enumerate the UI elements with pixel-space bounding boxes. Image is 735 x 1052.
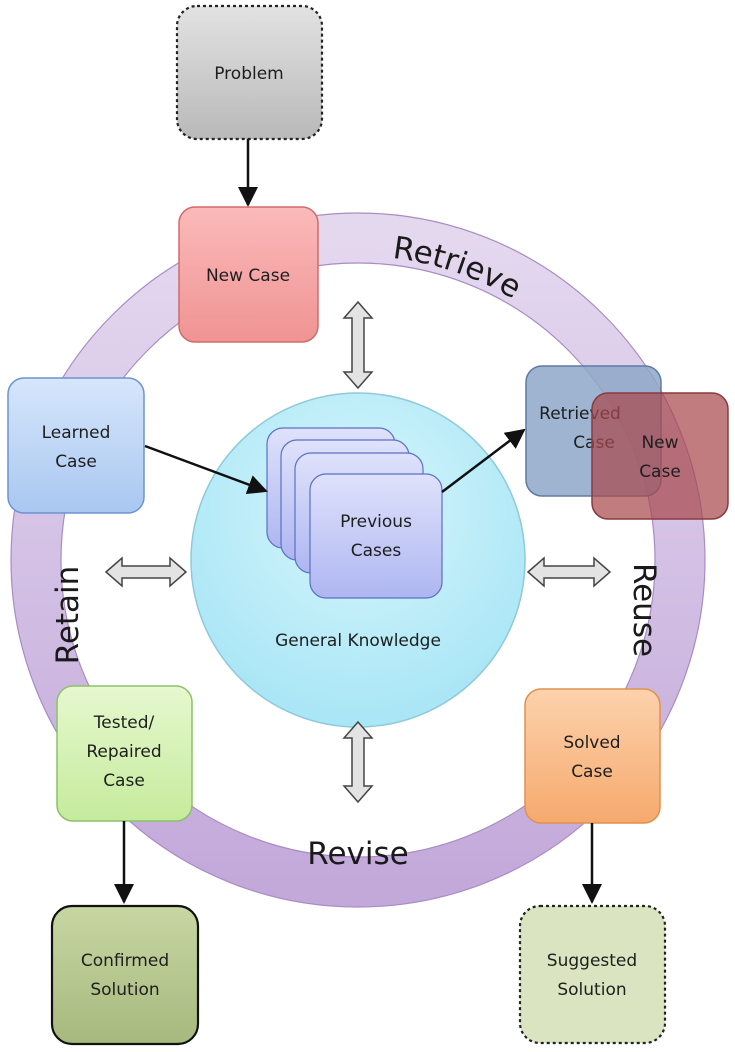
solved-case-label: Solved	[563, 733, 620, 753]
phase-label-revise: Revise	[307, 836, 408, 872]
confirmed-solution-box	[50, 904, 200, 1046]
tested-repaired-case-label: Tested/	[93, 713, 155, 733]
double-arrow-left	[104, 556, 188, 588]
arrow-previous-to-retrieved	[441, 428, 526, 493]
arrow-learned-to-previous	[144, 444, 268, 495]
solved-case-label: Case	[571, 762, 613, 782]
new-case-box	[178, 206, 319, 343]
previous-cases-label: Cases	[351, 541, 402, 561]
previous-cases-box	[309, 473, 443, 599]
learned-case-label: Case	[55, 452, 97, 472]
retrieved-new-case-label: New	[641, 433, 678, 453]
cycle-ring-inner-edge	[60, 262, 656, 858]
suggested-solution-label: Solution	[557, 980, 626, 1000]
cycle-ring	[11, 213, 705, 907]
double-arrow-top	[342, 300, 374, 390]
confirmed-solution-label: Confirmed	[81, 951, 169, 971]
retrieved-new-case-label: Case	[639, 462, 681, 482]
problem-label: Problem	[214, 64, 284, 84]
double-arrow-right	[526, 556, 612, 588]
tested-repaired-case-label: Repaired	[86, 742, 161, 762]
double-arrow-bottom	[342, 720, 374, 804]
new-case-label: New Case	[206, 266, 290, 286]
previous-cases-label: Previous	[340, 512, 412, 532]
suggested-solution-box	[518, 904, 667, 1045]
tested-repaired-case-label: Case	[103, 771, 145, 791]
learned-case-label: Learned	[42, 423, 111, 443]
retrieved-new-case-box	[591, 392, 729, 520]
learned-case-box	[7, 377, 145, 514]
general-knowledge-label: General Knowledge	[275, 631, 441, 651]
phase-label-reuse: Reuse	[626, 563, 662, 657]
cycle-ring-outer-edge	[10, 212, 706, 908]
confirmed-solution-label: Solution	[90, 980, 159, 1000]
problem-box	[175, 4, 324, 141]
phase-label-retain: Retain	[50, 566, 86, 665]
solved-case-box	[524, 688, 661, 824]
suggested-solution-label: Suggested	[547, 951, 637, 971]
